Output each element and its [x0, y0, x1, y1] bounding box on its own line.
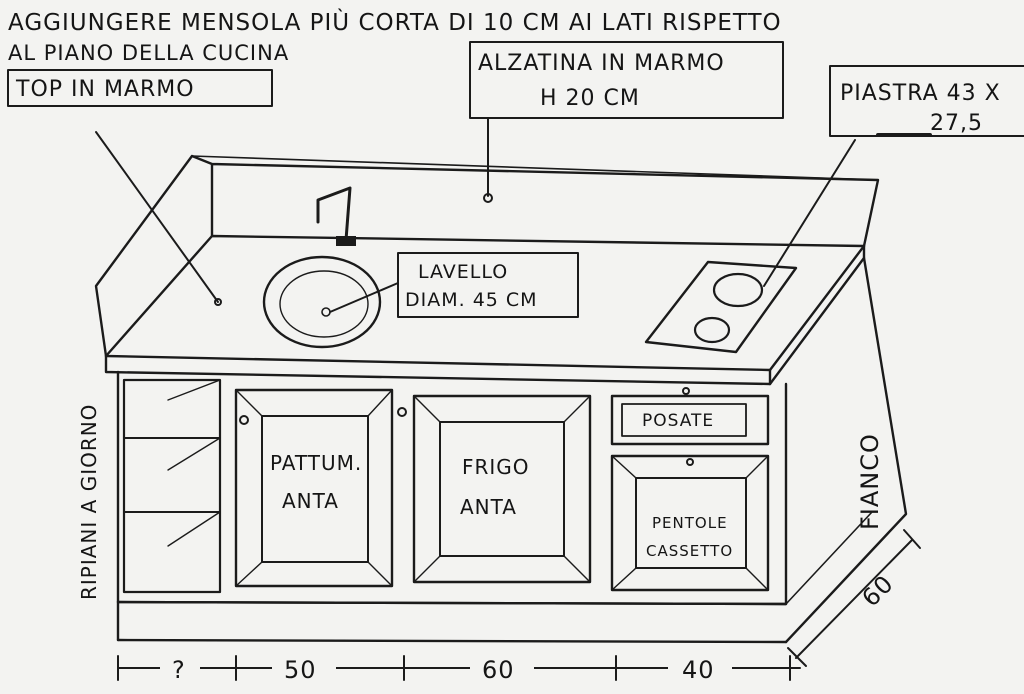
ripiani-label: RIPIANI A GIORNO — [77, 404, 101, 600]
plinth-bottom — [116, 638, 788, 644]
plinth-top — [116, 600, 788, 606]
pattumiera-label-line-1: PATTUM. — [270, 451, 362, 475]
frigo-door-panel — [439, 421, 565, 557]
shelf-depth-1 — [167, 379, 221, 401]
pattumiera-bevel-br — [367, 561, 393, 587]
posate-label: POSATE — [642, 411, 714, 431]
cabinet-outline — [116, 370, 788, 606]
pattumiera-bevel-tr — [367, 389, 393, 417]
pattumiera-door-panel — [261, 415, 369, 563]
alzatina-label-box — [469, 41, 784, 119]
lavello-label-line-1: LAVELLO — [418, 261, 508, 283]
backsplash-top-edge — [191, 155, 879, 181]
open-shelving-frame — [122, 378, 222, 594]
tap-base — [336, 236, 356, 246]
fianco-label: FIANCO — [856, 433, 884, 530]
depth-tick-bottom — [787, 647, 807, 667]
dimension-frigo: 60 — [482, 656, 515, 684]
top-leader-line — [95, 131, 219, 303]
dimension-shelving: ? — [172, 656, 186, 684]
pentole-bevel-br — [745, 567, 769, 591]
dimension-gap-2 — [272, 656, 336, 682]
pattumiera-bevel-tl — [235, 389, 263, 417]
pattumiera-door — [234, 388, 394, 588]
posate-drawer — [610, 394, 770, 446]
pentole-drawer-panel — [635, 477, 747, 569]
dimension-pattumiera: 50 — [284, 656, 317, 684]
piastra-leader-line — [763, 139, 856, 287]
top-leader-dot — [214, 298, 222, 306]
pattumiera-label-line-2: ANTA — [282, 489, 339, 513]
pentole-bevel-tr — [745, 455, 769, 479]
sink-inner-rim — [279, 270, 369, 338]
tap — [316, 186, 352, 242]
dimension-gap-3 — [470, 656, 534, 682]
piastra-label-line-1: PIASTRA 43 X — [840, 81, 1001, 106]
shelf-depth-2 — [167, 437, 221, 471]
alzatina-label-line-2: H 20 CM — [540, 86, 640, 111]
depth-dimension-line — [795, 539, 913, 659]
header-note-line-2: AL PIANO DELLA CUCINA — [8, 41, 289, 65]
frigo-bevel-tr — [563, 395, 591, 423]
top-label-box — [7, 69, 273, 107]
lavello-label-box — [397, 252, 579, 318]
frigo-label-line-2: ANTA — [460, 495, 517, 519]
frigo-door — [412, 394, 592, 584]
shelf-depth-3 — [167, 511, 221, 547]
frigo-label-line-1: FRIGO — [462, 455, 530, 479]
posate-knob — [682, 387, 690, 395]
hob-plate — [644, 260, 798, 354]
lavello-label-line-2: DIAM. 45 CM — [405, 289, 538, 311]
hob-burner-large — [712, 272, 764, 308]
pentole-label-line-1: PENTOLE — [652, 514, 728, 532]
piastra-label-line-2: 27,5 — [930, 111, 983, 136]
depth-tick-top — [903, 529, 921, 549]
frigo-bevel-bl — [413, 555, 441, 583]
side-panel-edge — [785, 511, 873, 605]
sink-drain — [321, 307, 331, 317]
side-panel — [784, 256, 908, 644]
pentole-label-line-2: CASSETTO — [646, 542, 733, 560]
frigo-bevel-tl — [413, 395, 441, 423]
frigo-bevel-br — [563, 555, 591, 583]
dimension-gap-1 — [160, 656, 200, 682]
pentole-bevel-tl — [611, 455, 637, 479]
posate-drawer-panel — [621, 403, 747, 437]
sink-basin — [262, 255, 382, 349]
pentole-drawer — [610, 454, 770, 592]
top-label: TOP IN MARMO — [15, 77, 195, 102]
backsplash-outline — [94, 154, 880, 358]
pattumiera-knob — [239, 415, 249, 425]
alzatina-leader-dot — [483, 193, 493, 203]
pentole-bevel-bl — [611, 567, 637, 591]
pattumiera-bevel-bl — [235, 561, 263, 587]
countertop-front-edge — [104, 354, 772, 386]
dimension-drawers: 40 — [682, 656, 715, 684]
frigo-knob — [397, 407, 407, 417]
hob-burner-small — [693, 316, 731, 344]
header-note-line-1: AGGIUNGERE MENSOLA PIÙ CORTA DI 10 CM AI… — [8, 8, 782, 36]
lavello-leader-line — [329, 282, 399, 313]
alzatina-label-line-1: ALZATINA IN MARMO — [478, 51, 725, 76]
pentole-knob — [686, 458, 694, 466]
dimension-gap-4 — [668, 656, 732, 682]
